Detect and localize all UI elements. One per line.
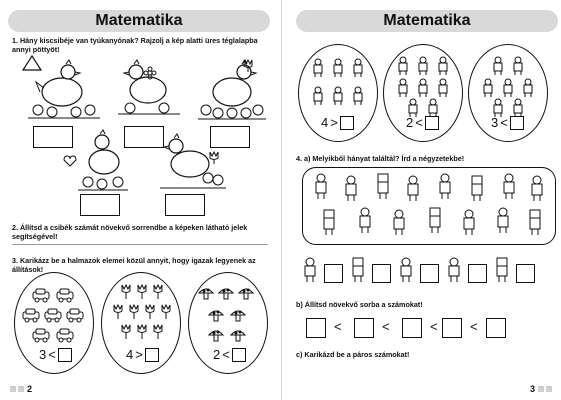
answer-square[interactable] — [57, 347, 72, 362]
order-box-2[interactable] — [354, 318, 374, 338]
set-robots-2[interactable]: 2 < — [383, 44, 463, 142]
answer-box-2[interactable] — [124, 126, 164, 148]
flower-icon — [143, 66, 157, 80]
relation-sign: > — [135, 347, 143, 362]
set-statement: 4 > — [126, 347, 159, 362]
order-box-1[interactable] — [306, 318, 326, 338]
set-mushrooms[interactable]: 2 < — [188, 272, 268, 374]
set-cars[interactable]: 3 < — [14, 272, 94, 374]
relation-sign: < — [500, 115, 508, 130]
answer-square[interactable] — [424, 115, 439, 130]
count-box-3[interactable] — [420, 264, 439, 283]
order-box-3[interactable] — [402, 318, 422, 338]
set-statement: 2 < — [406, 115, 439, 130]
robot-count-row — [300, 256, 558, 286]
hen-with-chicks-illustration — [198, 58, 266, 120]
question-1: 1. Hány kiscsibéje van tyúkanyónak? Rajz… — [12, 36, 258, 54]
set-robots-3[interactable]: 3 < — [468, 44, 548, 142]
answer-square[interactable] — [509, 115, 524, 130]
triangle-icon — [22, 55, 42, 71]
order-box-5[interactable] — [486, 318, 506, 338]
relation-sign: < — [415, 115, 423, 130]
set-number: 2 — [213, 347, 221, 362]
left-page: Matematika 1. Hány kiscsibéje van tyúkan… — [0, 0, 280, 400]
right-page: Matematika 4 > — [281, 0, 561, 400]
question-4a: 4. a) Melyikből hányat találtál? Írd a n… — [296, 154, 465, 163]
hen-with-chicks-illustration — [118, 58, 180, 116]
page-title: Matematika — [8, 10, 270, 32]
question-2: 2. Állítsd a csibék számát növekvő sorre… — [12, 223, 248, 241]
page-number: 3 — [530, 384, 552, 394]
answer-square[interactable] — [231, 347, 246, 362]
relation-sign: < — [222, 347, 230, 362]
page-number: 2 — [10, 384, 32, 394]
answer-box-1[interactable] — [33, 126, 73, 148]
set-number: 3 — [491, 115, 499, 130]
question-3: 3. Karikázz be a halmazok elemei közül a… — [12, 256, 256, 274]
hen-with-chicks-illustration — [160, 130, 226, 190]
answer-line — [12, 244, 268, 245]
answer-box-3[interactable] — [210, 126, 250, 148]
answer-square[interactable] — [144, 347, 159, 362]
order-sign-1: < — [334, 319, 342, 334]
set-number: 4 — [126, 347, 134, 362]
set-tulips[interactable]: 4 > — [101, 272, 181, 374]
count-box-2[interactable] — [372, 264, 391, 283]
question-4b: b) Állítsd növekvő sorba a számokat! — [296, 300, 423, 309]
tulip-icon — [208, 150, 220, 164]
question-4c: c) Karikázd be a páros számokat! — [296, 350, 410, 359]
relation-sign: < — [48, 347, 56, 362]
hen-with-chicks-illustration — [78, 126, 128, 192]
set-robots-1[interactable]: 4 > — [298, 44, 378, 142]
heart-icon — [63, 155, 77, 167]
set-statement: 2 < — [213, 347, 246, 362]
count-box-5[interactable] — [516, 264, 535, 283]
set-statement: 3 < — [39, 347, 72, 362]
tulip-icon — [242, 58, 254, 72]
answer-square[interactable] — [339, 115, 354, 130]
order-sign-3: < — [430, 319, 438, 334]
set-number: 2 — [406, 115, 414, 130]
count-box-4[interactable] — [468, 264, 487, 283]
set-statement: 4 > — [321, 115, 354, 130]
robots-panel — [302, 167, 556, 245]
order-box-4[interactable] — [442, 318, 462, 338]
hen-with-chicks-illustration — [28, 58, 100, 120]
set-number: 3 — [39, 347, 47, 362]
answer-box-4[interactable] — [80, 194, 120, 216]
answer-box-5[interactable] — [165, 194, 205, 216]
count-box-1[interactable] — [324, 264, 343, 283]
relation-sign: > — [330, 115, 338, 130]
page-title: Matematika — [296, 10, 558, 32]
set-statement: 3 < — [491, 115, 524, 130]
set-number: 4 — [321, 115, 329, 130]
order-sign-2: < — [382, 319, 390, 334]
order-sign-4: < — [470, 319, 478, 334]
